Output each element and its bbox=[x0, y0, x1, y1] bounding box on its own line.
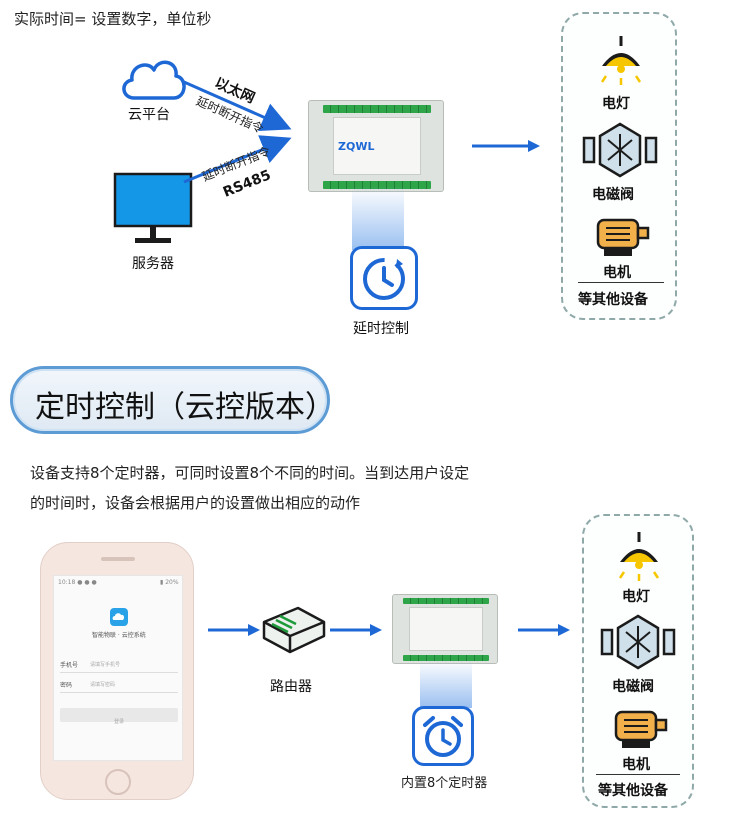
app-name: 智能物联 · 云控系统 bbox=[92, 632, 146, 639]
router-icon bbox=[262, 606, 326, 654]
light-beam bbox=[420, 660, 472, 708]
others-label: 等其他设备 bbox=[578, 292, 648, 308]
arrow-phone-router bbox=[208, 624, 260, 636]
valve-label: 电磁阀 bbox=[592, 187, 634, 203]
top-note: 实际时间= 设置数字，单位秒 bbox=[14, 10, 212, 28]
lamp-label: 电灯 bbox=[622, 589, 650, 605]
arrow-to-devices-top bbox=[472, 140, 540, 152]
section-banner: 定时控制（云控版本） bbox=[10, 366, 335, 434]
phone-speaker bbox=[101, 557, 135, 561]
router-label: 路由器 bbox=[270, 679, 312, 695]
light-beam bbox=[352, 186, 404, 250]
status-bar-right: ▮ 20% bbox=[160, 579, 179, 586]
arrow-router-module bbox=[330, 624, 382, 636]
motor-icon bbox=[614, 710, 668, 748]
password-field-input[interactable]: 请填写密码 bbox=[90, 682, 116, 688]
module-face bbox=[409, 607, 483, 651]
controller-module: ZQWL bbox=[308, 100, 444, 192]
module-face: ZQWL bbox=[333, 117, 421, 175]
phone-screen: 10:18 ● ● ● ▮ 20% 智能物联 · 云控系统 手机号 请填写手机号… bbox=[53, 575, 183, 761]
description-line-1: 设备支持8个定时器，可同时设置8个不同的时间。当到达用户设定 bbox=[30, 464, 470, 482]
login-button[interactable]: 登录 bbox=[60, 708, 178, 725]
cloud-label: 云平台 bbox=[128, 107, 170, 123]
timer-label: 内置8个定时器 bbox=[401, 776, 488, 791]
smartphone: 10:18 ● ● ● ▮ 20% 智能物联 · 云控系统 手机号 请填写手机号… bbox=[40, 542, 194, 800]
lamp-icon bbox=[618, 532, 660, 581]
delay-control-label: 延时控制 bbox=[353, 321, 409, 337]
timer-tile bbox=[412, 706, 474, 766]
controller-module-bottom bbox=[392, 594, 498, 664]
app-cloud-icon bbox=[110, 608, 128, 626]
valve-icon bbox=[582, 122, 658, 178]
phone-field-input[interactable]: 请填写手机号 bbox=[90, 662, 121, 668]
motor-icon bbox=[596, 218, 650, 256]
terminal-block bbox=[403, 655, 489, 661]
phone-field-label: 手机号 bbox=[60, 662, 79, 669]
section-title: 定时控制（云控版本） bbox=[35, 390, 335, 425]
valve-label: 电磁阀 bbox=[612, 679, 654, 695]
lamp-icon bbox=[600, 36, 642, 85]
delay-control-tile bbox=[350, 246, 418, 310]
others-label: 等其他设备 bbox=[598, 783, 668, 799]
valve-icon bbox=[600, 614, 676, 670]
divider-line bbox=[578, 282, 664, 283]
password-field-label: 密码 bbox=[60, 682, 73, 689]
arrow-to-devices-bottom bbox=[518, 624, 570, 636]
clock-refresh-icon bbox=[363, 258, 405, 300]
terminal-block bbox=[403, 598, 489, 604]
server-label: 服务器 bbox=[132, 256, 174, 272]
arrows-to-module bbox=[183, 80, 292, 184]
description-line-2: 的时间时，设备会根据用户的设置做出相应的动作 bbox=[30, 494, 361, 512]
terminal-block bbox=[323, 105, 431, 113]
module-brand: ZQWL bbox=[338, 140, 375, 153]
field-underline bbox=[60, 672, 178, 673]
cloud-icon bbox=[122, 60, 186, 100]
motor-label: 电机 bbox=[622, 757, 650, 773]
status-bar: 10:18 ● ● ● bbox=[58, 579, 97, 586]
alarm-clock-icon bbox=[423, 716, 463, 757]
login-button-label: 登录 bbox=[113, 719, 124, 725]
home-button[interactable] bbox=[105, 769, 131, 795]
terminal-block bbox=[323, 181, 431, 189]
divider-line bbox=[596, 774, 680, 775]
motor-label: 电机 bbox=[603, 265, 631, 281]
monitor-icon bbox=[113, 172, 193, 243]
lamp-label: 电灯 bbox=[602, 96, 630, 112]
field-underline bbox=[60, 692, 178, 693]
